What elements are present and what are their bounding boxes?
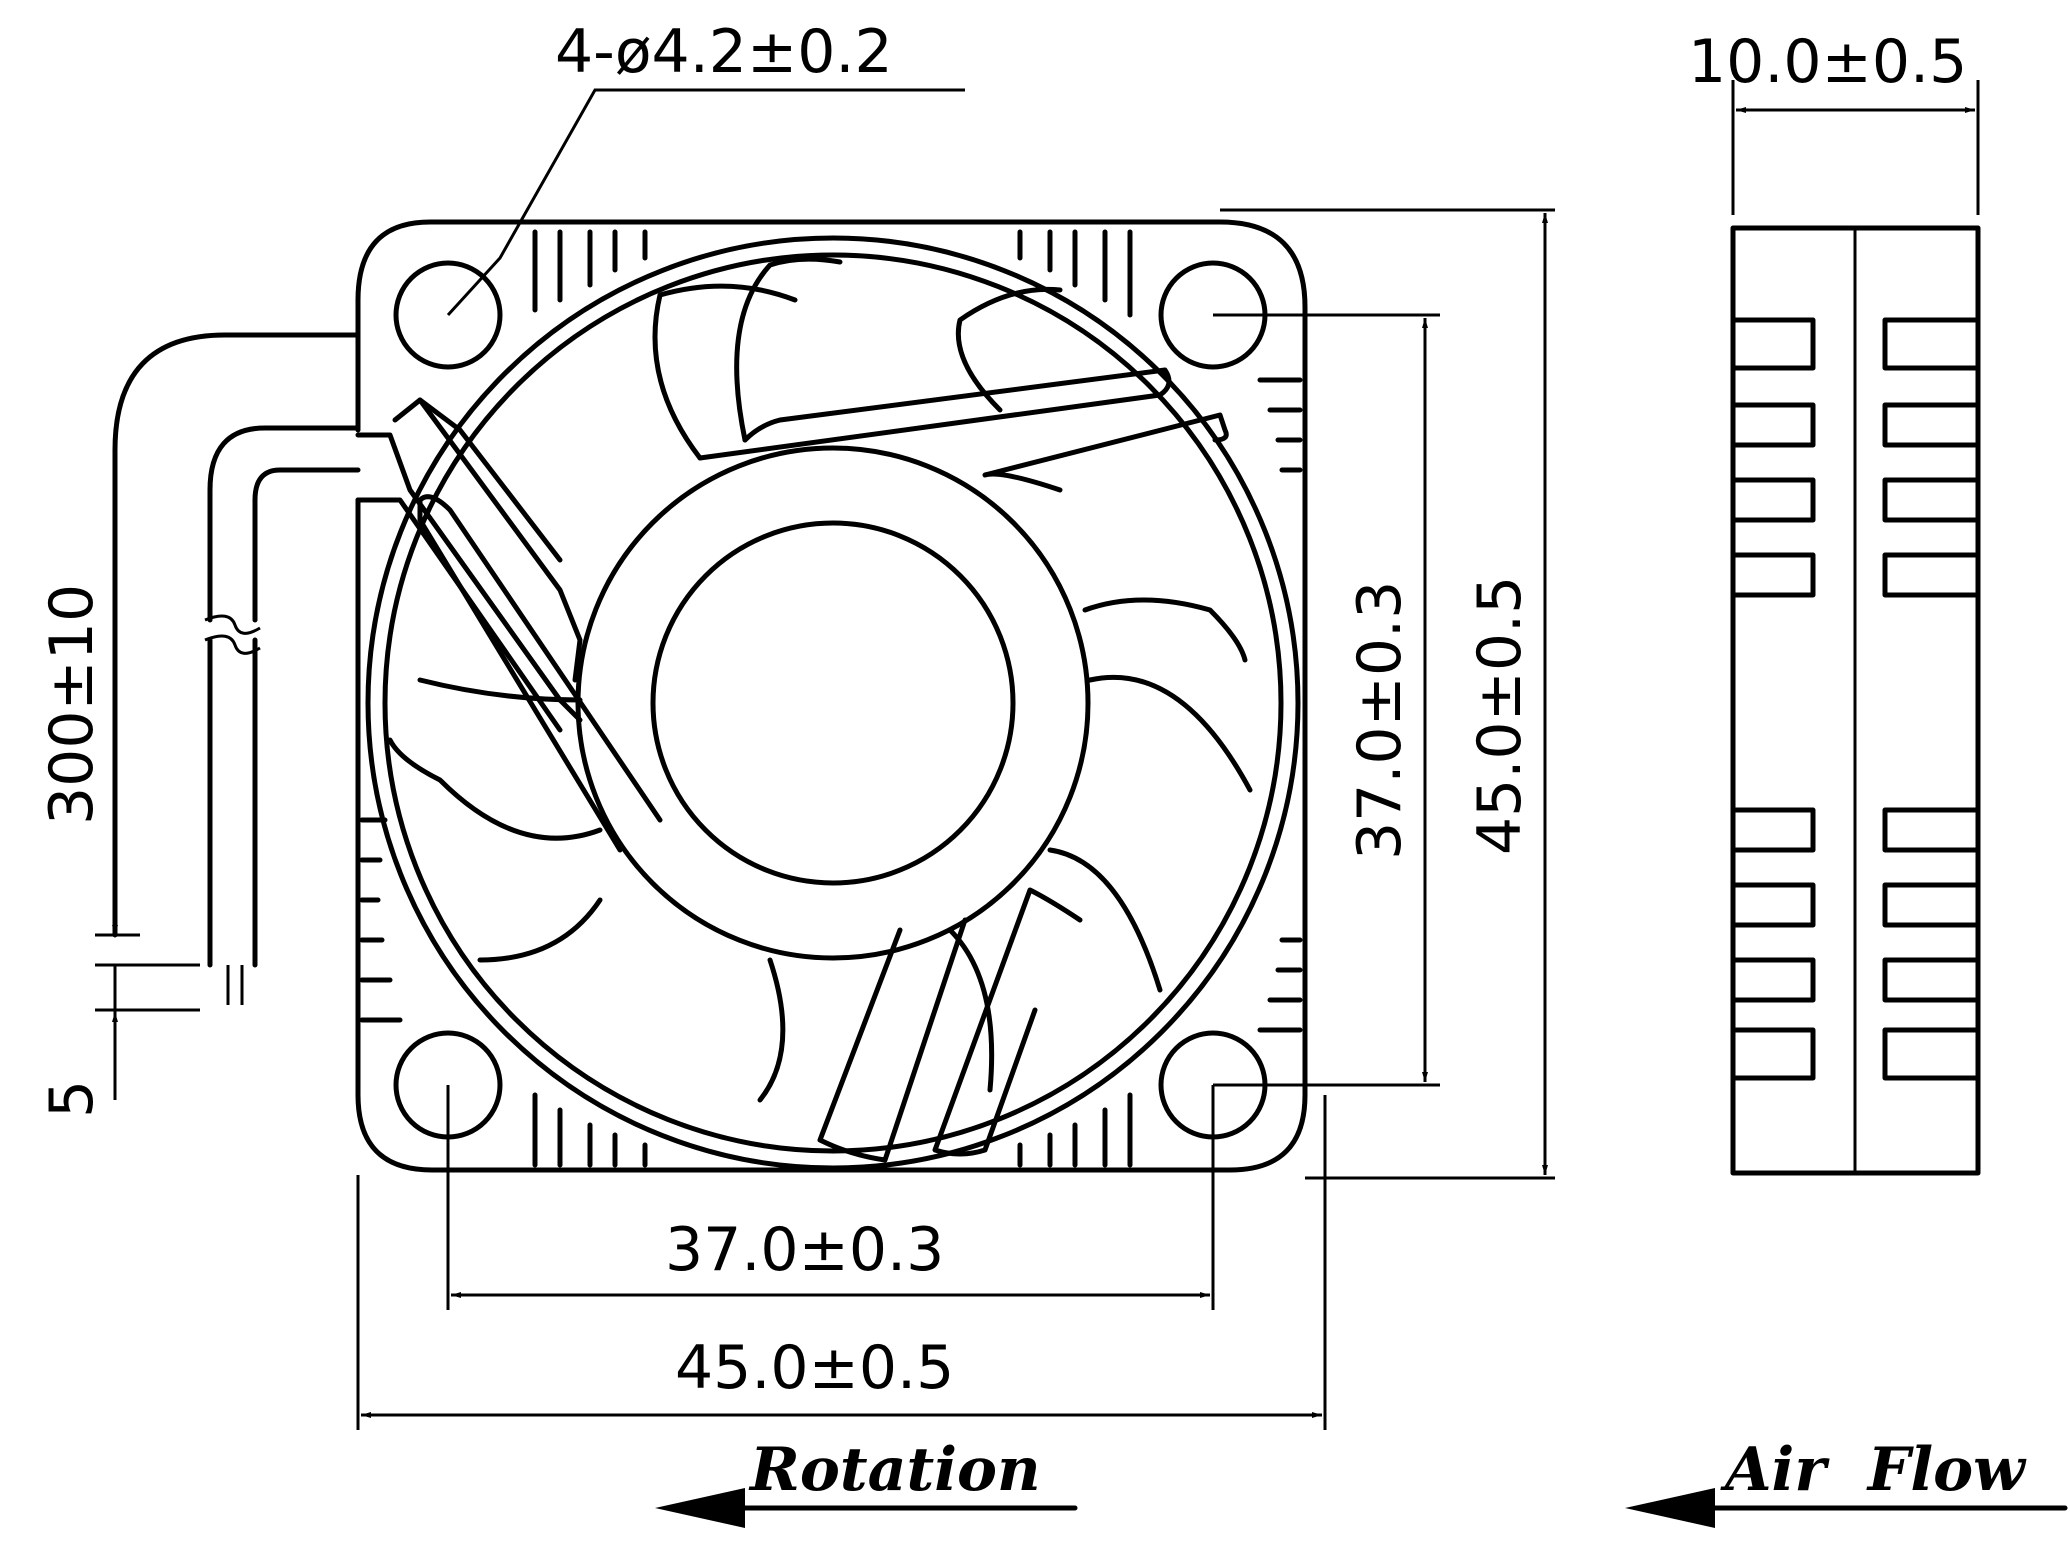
frame-fins — [359, 229, 1303, 1168]
dim-hole-spacing-horizontal: 37.0±0.3 — [665, 1215, 944, 1285]
dim-size-horizontal: 45.0±0.5 — [675, 1333, 954, 1403]
cable-wire-1 — [207, 425, 361, 968]
dim-size-vertical: 45.0±0.5 — [1465, 576, 1535, 855]
airflow-label: Air Flow — [1720, 1435, 2027, 1505]
hole-callout-leader — [446, 88, 965, 317]
fan-front-view — [355, 219, 1310, 1310]
mounting-hole-top-left — [393, 260, 503, 370]
dim-strip-length: 5 — [37, 1080, 107, 1118]
dim-cable-length: 300±10 — [37, 584, 107, 825]
fan-frame-outline — [355, 219, 1308, 1173]
cable-break-2 — [204, 634, 261, 655]
fan-struts — [417, 367, 1229, 1163]
rotation-arrow-icon — [655, 1488, 1078, 1528]
cable-break-1 — [204, 614, 261, 635]
cable-wire-2 — [252, 467, 361, 968]
fan-side-view — [1730, 225, 1981, 1176]
dim-depth: 10.0±0.5 — [1688, 27, 1967, 97]
cable-channel — [355, 397, 583, 733]
dimension-lines — [95, 80, 1980, 1430]
airflow-arrow-icon — [1625, 1488, 2068, 1528]
dim-hole-callout: 4-ø4.2±0.2 — [555, 17, 893, 87]
cable-bundle-outer — [112, 332, 361, 938]
venturi-inner-ring — [382, 252, 1284, 1154]
rotation-label: Rotation — [748, 1435, 1041, 1505]
motor-hub-inner — [650, 520, 1016, 886]
venturi-outer-ring — [365, 235, 1301, 1171]
cable — [95, 332, 361, 1012]
dim-hole-spacing-vertical: 37.0±0.3 — [1345, 581, 1415, 860]
